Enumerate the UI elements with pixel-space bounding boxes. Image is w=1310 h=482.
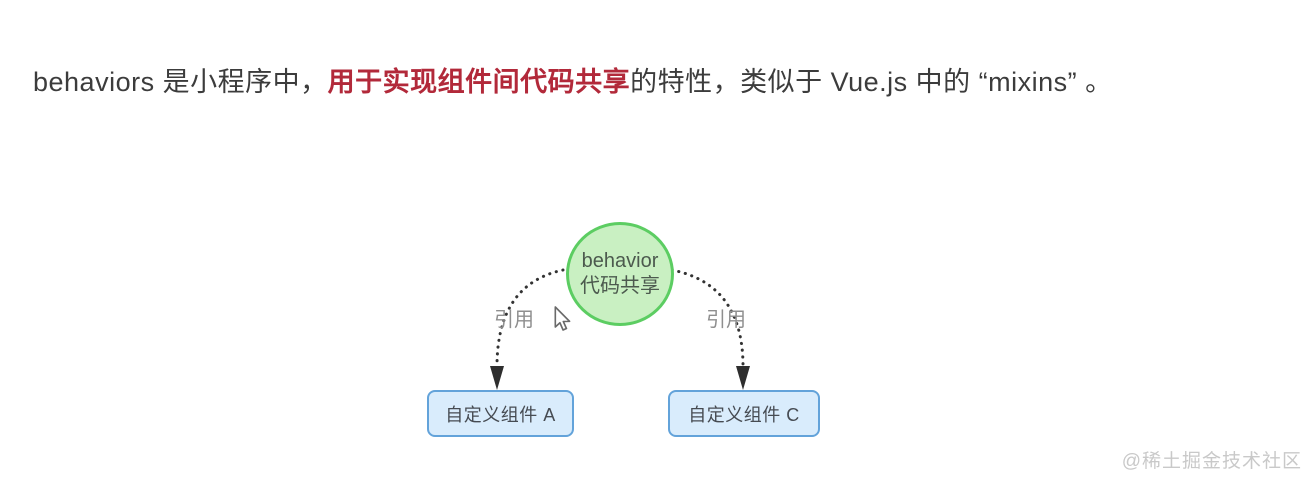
heading-highlight: 用于实现组件间代码共享 <box>327 67 631 97</box>
component-a-node: 自定义组件 A <box>427 390 574 437</box>
heading-suffix: 的特性，类似于 Vue.js 中的 “mixins” 。 <box>630 67 1113 97</box>
edge-right-arrowhead <box>736 366 750 390</box>
edge-label-right: 引用 <box>706 309 746 331</box>
component-c-label: 自定义组件 C <box>688 404 800 425</box>
mouse-cursor-icon <box>554 306 571 331</box>
heading-prefix: behaviors 是小程序中， <box>33 67 328 97</box>
behavior-node: behavior 代码共享 <box>566 222 674 326</box>
component-a-label: 自定义组件 A <box>445 404 556 425</box>
behavior-node-title: behavior <box>581 250 659 272</box>
edge-left-arrowhead <box>490 366 504 390</box>
edge-label-left: 引用 <box>494 309 534 331</box>
component-c-node: 自定义组件 C <box>668 390 820 437</box>
behavior-node-subtitle: 代码共享 <box>580 275 660 297</box>
watermark: @稀土掘金技术社区 <box>1121 451 1302 472</box>
heading-text: behaviors 是小程序中，用于实现组件间代码共享的特性，类似于 Vue.j… <box>33 63 1113 101</box>
